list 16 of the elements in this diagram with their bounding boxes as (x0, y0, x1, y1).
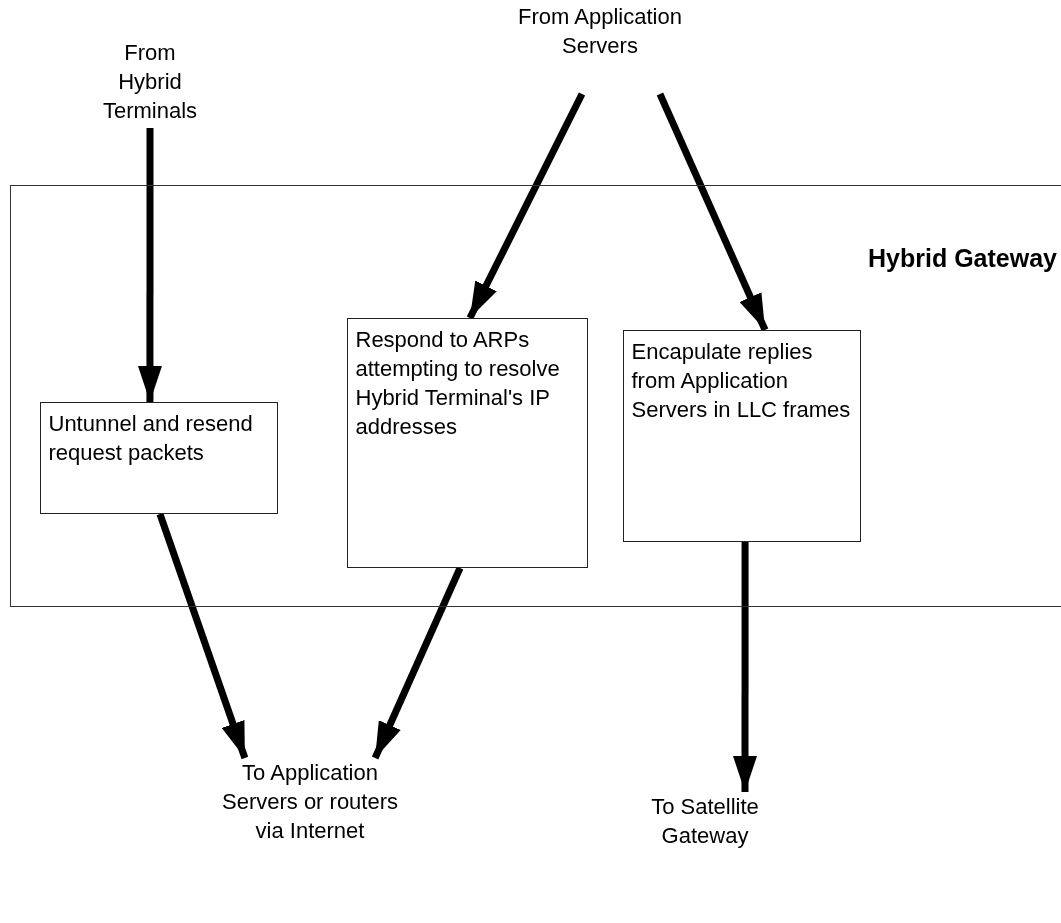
arrow (156, 512, 249, 760)
step-text: Untunnel and resend request packets (48, 409, 254, 467)
process-box (622, 329, 861, 542)
step-text: Encapulate replies from Application Servers in LLC frames (631, 337, 852, 424)
arrow (466, 92, 586, 320)
endpoint-label: To Satellite Gateway (625, 792, 785, 854)
step-text: Respond to ARPs attempting to resolve Hybrid Terminal's IP addresses (355, 325, 561, 441)
gateway-title: Hybrid Gateway (868, 244, 1057, 273)
process-box (39, 401, 278, 514)
arrow (656, 92, 769, 332)
endpoint-label: From Application Servers (510, 2, 690, 94)
gateway-boundary (10, 185, 1061, 607)
arrow (371, 566, 464, 760)
process-box (346, 317, 588, 568)
endpoint-label: From Hybrid Terminals (90, 38, 210, 128)
endpoint-label: To Application Servers or routers via Internet (205, 758, 415, 878)
